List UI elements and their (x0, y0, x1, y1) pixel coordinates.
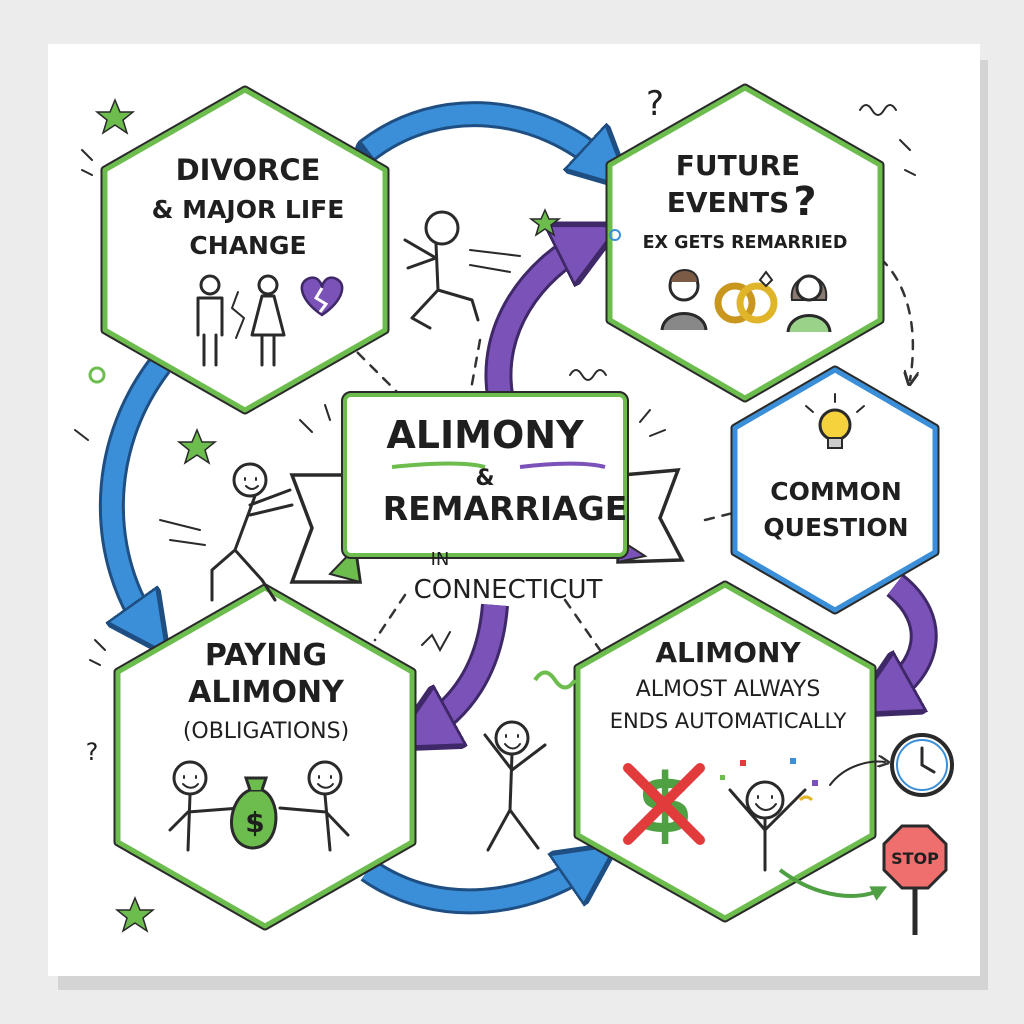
jumping-figure-bottom (483, 720, 547, 852)
future-line3: EX GETS REMARRIED (643, 233, 848, 253)
woman-avatar-icon (786, 274, 832, 333)
pushing-figure-left (159, 462, 294, 602)
money-bag-symbol: $ (245, 806, 264, 839)
couple-icon (196, 274, 286, 367)
question-line2: QUESTION (763, 513, 908, 542)
paying-line1: PAYING (205, 638, 327, 673)
ends-line2: ALMOST ALWAYS (636, 677, 821, 702)
node-future-events: FUTURE EVENTS ? EX GETS REMARRIED (605, 83, 885, 403)
celebrating-figure-icon (728, 780, 807, 872)
node-alimony-ends: ALIMONY ALMOST ALWAYS ENDS AUTOMATICALLY… (573, 580, 877, 923)
question-mark-icon: ? (86, 738, 99, 766)
center-amp: & (475, 466, 494, 491)
stop-sign-label: STOP (891, 849, 939, 868)
divorce-line3: CHANGE (189, 231, 306, 260)
stick-figure-giver (168, 760, 242, 852)
confetti (720, 758, 818, 802)
star-icon (528, 208, 562, 237)
question-mark-icon: ? (646, 84, 664, 124)
stop-sign-icon: STOP (778, 824, 948, 935)
node-common-question: COMMON QUESTION (730, 365, 940, 615)
future-line1: FUTURE (676, 149, 800, 182)
ends-line1: ALIMONY (655, 636, 801, 669)
center-title-line1: ALIMONY (386, 413, 584, 457)
wedding-rings-icon (714, 270, 778, 324)
paying-line2: ALIMONY (188, 675, 345, 710)
doodles: ? ? (74, 84, 916, 766)
paying-line3: (OBLIGATIONS) (183, 719, 349, 744)
clock-icon (829, 733, 954, 797)
man-avatar-icon (660, 269, 708, 331)
node-paying-alimony: PAYING ALIMONY (OBLIGATIONS) $ (113, 583, 417, 931)
center-banner: ALIMONY & REMARRIAGE IN CONNECTICUT (289, 391, 685, 605)
ends-line3: ENDS AUTOMATICALLY (610, 709, 847, 733)
light-bulb-icon (805, 393, 865, 449)
center-in: IN (431, 549, 450, 570)
center-connecticut: CONNECTICUT (414, 575, 603, 605)
center-title-line2: REMARRIAGE (383, 489, 628, 528)
node-divorce: DIVORCE & MAJOR LIFE CHANGE (100, 85, 390, 415)
star-icon (94, 98, 136, 135)
future-line2: EVENTS (667, 186, 790, 219)
star-icon (114, 896, 156, 933)
crossed-dollar-icon: $ (623, 757, 705, 852)
pushing-figure-top (403, 210, 521, 330)
question-line1: COMMON (770, 477, 902, 506)
money-bag-icon: $ (230, 776, 278, 850)
stick-figure-receiver (278, 760, 350, 852)
cycle-arrows (98, 101, 938, 915)
broken-heart-icon (300, 276, 344, 317)
divorce-line2: & MAJOR LIFE (152, 195, 345, 224)
star-icon (176, 428, 218, 465)
divorce-line1: DIVORCE (176, 153, 321, 187)
question-mark-icon: ? (793, 179, 816, 225)
